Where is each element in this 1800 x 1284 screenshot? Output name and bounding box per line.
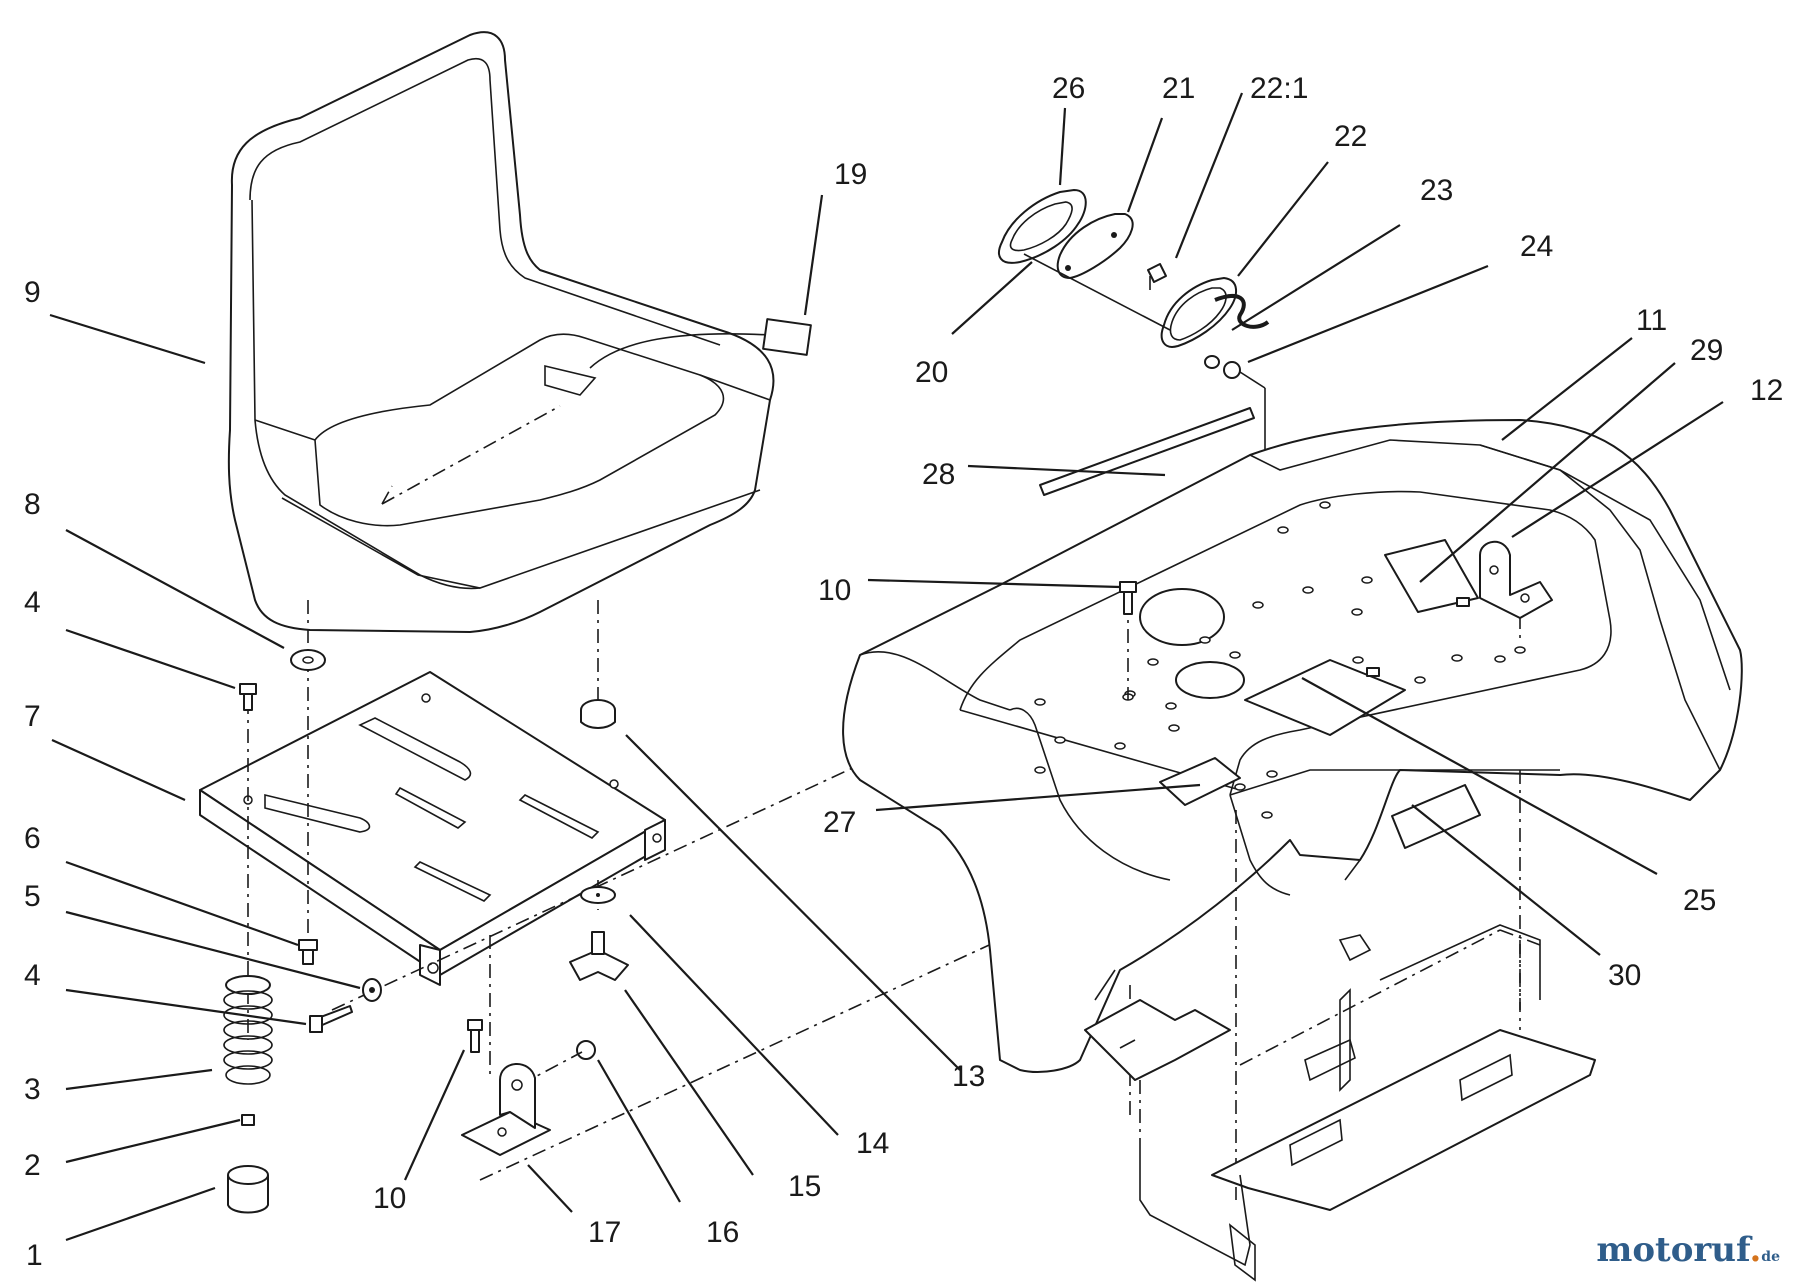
part-label-7: 7 [24,700,41,733]
part-label-21: 21 [1162,72,1195,105]
part-label-28: 28 [922,458,955,491]
part-label-15: 15 [788,1170,821,1203]
watermark-tld: de [1761,1249,1780,1265]
fender [842,419,1743,1200]
part-label-25: 25 [1683,884,1716,917]
part-label-8: 8 [24,488,41,521]
part-label-17: 17 [588,1216,621,1249]
watermark-main: motoruf [1596,1230,1750,1270]
part-label-4a: 4 [24,586,41,619]
part-label-29: 29 [1690,334,1723,367]
part-label-9: 9 [24,276,41,309]
seat-mount-plate [199,671,666,986]
part-label-24: 24 [1520,230,1553,263]
seat-hardware [223,559,1301,1214]
fender-mount-holes [1034,501,1526,819]
part-labels: 1 2 3 4 4 5 6 7 8 9 10 10 11 12 13 14 15… [24,72,1783,1272]
part-label-22-1: 22:1 [1250,72,1308,105]
tail-light-assembly [998,189,1270,450]
part-label-10b: 10 [818,574,851,607]
leader-lines [49,92,1724,1242]
part-label-19: 19 [834,158,867,191]
part-label-23: 23 [1420,174,1453,207]
part-label-13: 13 [952,1060,985,1093]
part-label-22: 22 [1334,120,1367,153]
decal-strip [1039,407,1255,496]
watermark-logo: motoruf.de [1596,1230,1780,1270]
fender-bracket [1479,540,1553,619]
part-label-30: 30 [1608,959,1641,992]
part-label-11: 11 [1636,304,1667,337]
part-label-16: 16 [706,1216,739,1249]
part-label-20: 20 [915,356,948,389]
part-label-27: 27 [823,806,856,839]
part-label-1: 1 [26,1239,43,1272]
watermark-dot: . [1749,1230,1762,1270]
seat [227,31,812,633]
part-label-26: 26 [1052,72,1085,105]
part-label-14: 14 [856,1127,889,1160]
part-label-2: 2 [24,1149,41,1182]
part-label-6: 6 [24,822,41,855]
part-label-12: 12 [1750,374,1783,407]
spring [223,975,273,1085]
part-label-4b: 4 [24,959,41,992]
base-frame [1084,924,1596,1282]
part-label-5: 5 [24,880,41,913]
part-label-3: 3 [24,1073,41,1106]
part-label-10a: 10 [373,1182,406,1215]
